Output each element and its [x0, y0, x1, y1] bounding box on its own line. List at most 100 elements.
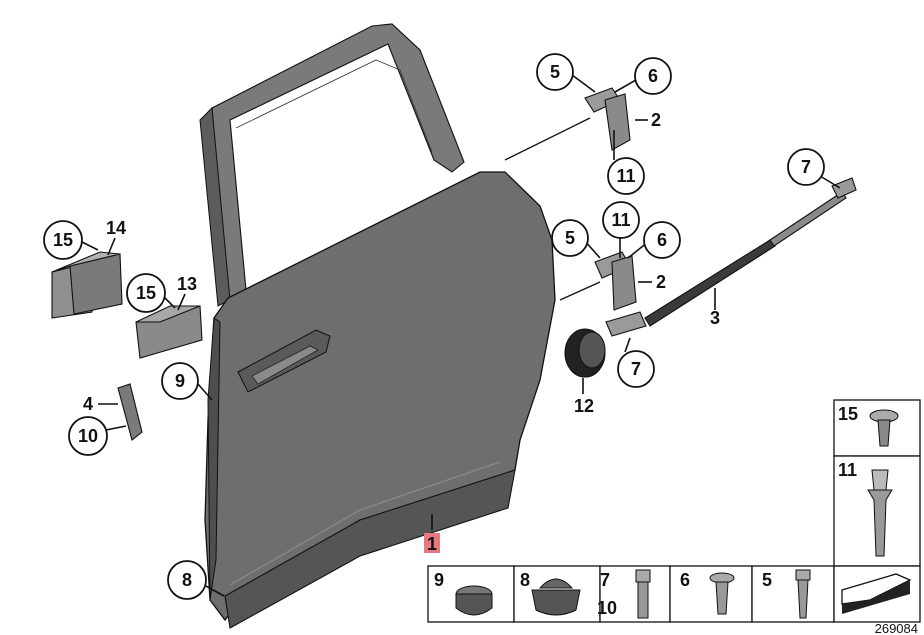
- callout-2a: 2: [651, 110, 661, 130]
- door-handle: [251, 345, 319, 385]
- bolt-5-head: [795, 569, 811, 581]
- seal-strip: [117, 383, 143, 441]
- callout-6b: 6: [643, 221, 681, 259]
- door-shell: [199, 23, 556, 629]
- callout-8-circle: [167, 560, 207, 600]
- legend-part-7-bolt: [635, 569, 651, 619]
- plug-9-body: [455, 593, 493, 616]
- direction-arrow-fill: [842, 580, 910, 614]
- buffer-13-top: [135, 305, 201, 323]
- callout-5b-label: 5: [565, 228, 575, 248]
- callout-11b: 11: [602, 201, 640, 239]
- legend-part-5-bolt: [795, 569, 811, 619]
- callout-15b-circle: [126, 273, 166, 313]
- callout-11b-circle: [602, 201, 640, 239]
- callout-6b-circle: [643, 221, 681, 259]
- leader-10: [105, 425, 127, 431]
- check-strap-bracket-bottom: [605, 311, 647, 337]
- callout-13: 13: [177, 274, 197, 294]
- window-frame-inner: [235, 59, 433, 153]
- callout-11a-label: 11: [616, 166, 635, 186]
- legend-label-8: 8: [520, 570, 530, 590]
- leader-7b: [624, 337, 631, 353]
- legend-label-5: 5: [762, 570, 772, 590]
- callout-10: 10: [68, 416, 108, 456]
- callout-10-circle: [68, 416, 108, 456]
- hinge-axis-line: [504, 117, 591, 161]
- legend-cell-5: [751, 565, 835, 623]
- check-strap-rod: [644, 239, 776, 327]
- legend-label-15: 15: [838, 404, 858, 424]
- callout-6a: 6: [634, 57, 672, 95]
- legend-part-11-pin: [867, 469, 893, 557]
- grommet-face: [578, 331, 606, 369]
- callout-5a-circle: [536, 53, 574, 91]
- callout-9-label: 9: [175, 371, 185, 391]
- legend-cell-15: [833, 399, 921, 457]
- upper-hinge: [584, 87, 631, 151]
- callout-5a-label: 5: [550, 62, 560, 82]
- cap-8-dome: [538, 578, 574, 589]
- legend-cell-7-10: [599, 565, 671, 623]
- lower-hinge: [594, 251, 637, 311]
- bolt-5-shaft: [797, 579, 809, 619]
- legend-column: 15 11: [833, 399, 921, 567]
- leader-9: [197, 383, 213, 401]
- rubber-grommet: [564, 328, 606, 378]
- callout-9-circle: [161, 362, 199, 400]
- callout-5b: 5: [551, 219, 589, 257]
- callout-7b-label: 7: [631, 359, 641, 379]
- legend-row: 9 8 7 10 6 5: [427, 565, 921, 623]
- legend-part-9-plug: [455, 585, 493, 616]
- callout-15b: 15: [126, 273, 166, 313]
- callout-15a-label: 15: [53, 230, 73, 250]
- screw-6-shaft: [715, 581, 729, 615]
- callout-11a: 11: [607, 157, 645, 195]
- leader-8: [205, 585, 225, 597]
- callout-1: 1: [424, 533, 440, 554]
- callout-11b-label: 11: [611, 210, 630, 230]
- legend-part-6-screw: [709, 572, 735, 615]
- callout-7b-circle: [617, 350, 655, 388]
- check-strap-bracket-top: [831, 177, 857, 199]
- pin-head: [871, 469, 889, 491]
- callout-6a-circle: [634, 57, 672, 95]
- leader-14: [107, 237, 116, 256]
- callout-15b-label: 15: [136, 283, 156, 303]
- callout-9: 9: [161, 362, 199, 400]
- check-strap-arm: [769, 191, 847, 247]
- callout-5a: 5: [536, 53, 574, 91]
- cap-8-base: [531, 589, 581, 616]
- callout-3: 3: [710, 308, 720, 328]
- leader-15a: [81, 241, 99, 251]
- clip-body: [877, 419, 891, 447]
- legend-part-15-clip: [869, 409, 899, 447]
- legend-label-11: 11: [838, 460, 857, 480]
- callout-12: 12: [574, 396, 594, 416]
- door-check-strap: [605, 177, 857, 337]
- callout-6a-label: 6: [648, 66, 658, 86]
- direction-arrow-icon: [841, 573, 912, 614]
- callout-8: 8: [167, 560, 207, 600]
- callout-15a: 15: [43, 220, 83, 260]
- callout-7a-circle: [787, 148, 825, 186]
- bolt-7-shaft: [637, 581, 649, 619]
- callout-10-label: 10: [78, 426, 98, 446]
- callout-8-label: 8: [182, 570, 192, 590]
- callout-1-label: 1: [427, 534, 437, 554]
- bolt-7-head: [635, 569, 651, 583]
- pin-shaft: [867, 489, 893, 557]
- legend-part-8-cap: [531, 578, 581, 616]
- diagram-number: 269084: [875, 621, 918, 635]
- callout-6b-label: 6: [657, 230, 667, 250]
- stop-buffer-13: [135, 305, 203, 359]
- callout-5b-circle: [551, 219, 589, 257]
- door-panel: [204, 171, 556, 622]
- leader-6a: [614, 79, 637, 93]
- callout-4: 4: [83, 394, 93, 414]
- legend-label-7: 7: [600, 570, 610, 590]
- callout-7a-label: 7: [801, 157, 811, 177]
- callout-14: 14: [106, 218, 126, 238]
- lower-hinge-body: [611, 255, 637, 311]
